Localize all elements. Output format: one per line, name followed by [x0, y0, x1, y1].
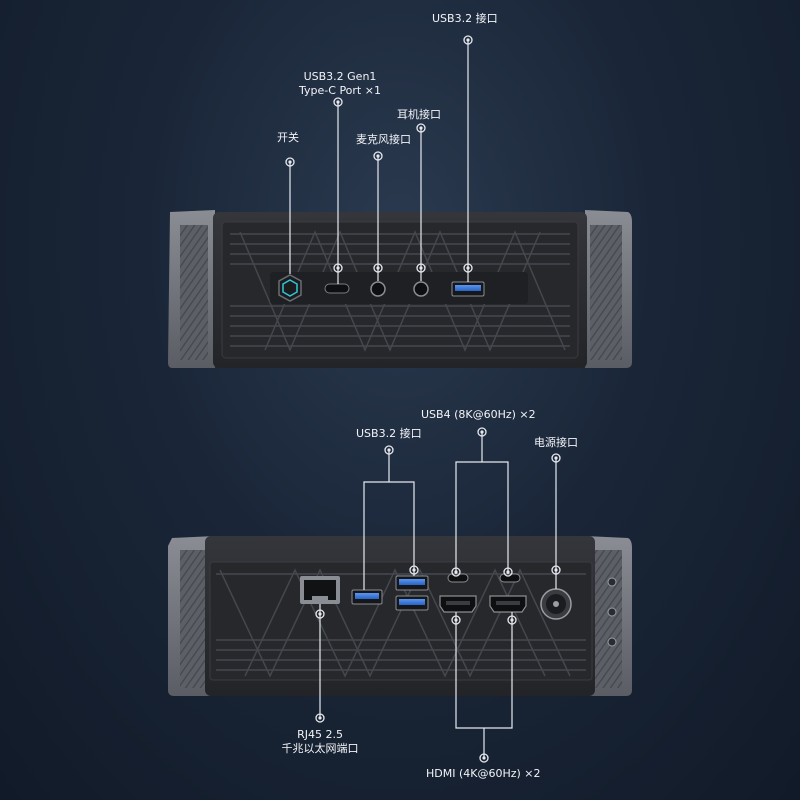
label-usb32-rear: USB3.2 接口: [356, 427, 422, 440]
label-usb32-gen1-line1: USB3.2 Gen1: [303, 70, 377, 83]
callout-lines: [289, 40, 557, 758]
rear-panel: [168, 536, 632, 696]
front-panel: [168, 210, 632, 368]
dc-power-port: [540, 588, 572, 620]
usb4-port-1: [447, 573, 469, 583]
label-usb32-gen1-line2: Type-C Port ×1: [299, 84, 381, 97]
usb-a-port-front: [451, 281, 485, 297]
label-hdmi: HDMI (4K@60Hz) ×2: [426, 767, 541, 780]
label-mic: 麦克风接口: [356, 133, 411, 146]
usb-a-port-rear-1: [351, 589, 383, 605]
label-usb32-top: USB3.2 接口: [432, 12, 498, 25]
power-button: [278, 274, 302, 302]
usb-a-port-rear-3: [395, 595, 429, 611]
label-usb32-gen1: USB3.2 Gen1 Type-C Port ×1: [299, 70, 381, 98]
usb-c-port: [324, 283, 350, 294]
rj45-port: [300, 576, 340, 604]
label-rj45-line1: RJ45 2.5: [297, 728, 343, 741]
label-usb4: USB4 (8K@60Hz) ×2: [421, 408, 536, 421]
label-power-switch: 开关: [277, 131, 299, 144]
label-rj45: RJ45 2.5 千兆以太网端口: [282, 728, 359, 756]
mic-jack: [370, 281, 386, 297]
label-dc-power: 电源接口: [534, 436, 578, 449]
earphone-jack: [413, 281, 429, 297]
usb4-port-2: [499, 573, 521, 583]
usb-a-port-rear-2: [395, 575, 429, 591]
label-earphone: 耳机接口: [397, 108, 441, 121]
hdmi-port-2: [489, 595, 527, 613]
label-rj45-line2: 千兆以太网端口: [281, 742, 359, 755]
callout-dots: [285, 35, 561, 763]
hdmi-port-1: [439, 595, 477, 613]
